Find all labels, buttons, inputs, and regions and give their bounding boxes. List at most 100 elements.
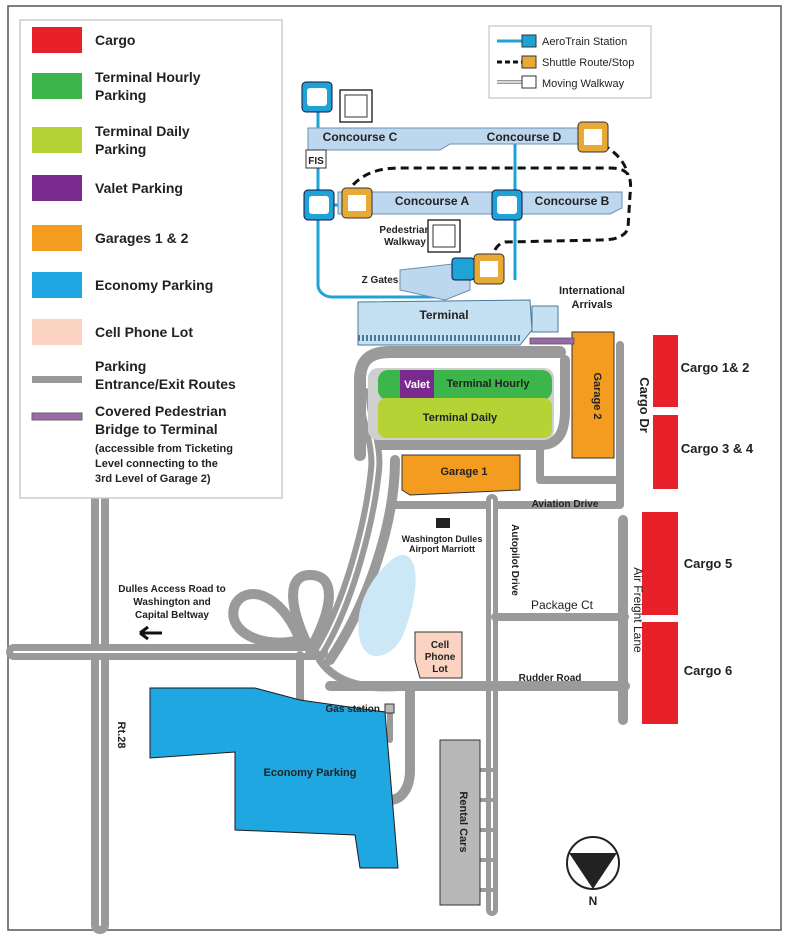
fis-box — [305, 149, 327, 169]
terminal-hourly-label: Terminal Hourly — [447, 378, 531, 390]
autopilot-drive-label: Autopilot Drive — [509, 524, 520, 596]
valet-lot — [400, 370, 434, 398]
cargo-dr-label: Cargo Dr — [637, 377, 652, 433]
shuttle-stop-icons — [341, 121, 609, 285]
legend-note-line: 3rd Level of Garage 2) — [95, 473, 211, 485]
legend-swatch — [32, 175, 82, 201]
legend-label: Garages 1 & 2 — [95, 230, 189, 246]
train-icon — [521, 34, 537, 48]
legend-label: Economy Parking — [95, 277, 213, 293]
z-gates-label: Z Gates — [362, 275, 399, 286]
ped-walkway-label-1: Pedestrian — [379, 225, 430, 236]
garage-2-label: Garage 2 — [591, 372, 603, 419]
concourse-c-label: Concourse C — [323, 130, 398, 144]
terminal-daily-label: Terminal Daily — [423, 412, 498, 424]
legend-swatch — [32, 319, 82, 345]
walkway-icon — [521, 75, 537, 89]
terminal-building — [357, 299, 533, 346]
cell-phone-lot-label-1: Cell — [431, 640, 450, 651]
walkway-icons — [339, 89, 461, 253]
rental-cars-label: Rental Cars — [457, 791, 469, 852]
compass: N — [566, 836, 620, 908]
hotel-label-2: Airport Marriott — [409, 544, 475, 554]
walkway-icon-inner — [344, 94, 368, 118]
cargo-1-2-label: Cargo 1& 2 — [681, 360, 750, 375]
access-road-label-2: Washington and — [133, 597, 210, 608]
economy-parking-lot — [149, 687, 399, 869]
ped-walkway-label-2: Walkway — [384, 237, 426, 248]
valet-label: Valet — [404, 379, 430, 391]
key-walkway-label: Moving Walkway — [542, 78, 625, 90]
package-ct-label: Package Ct — [531, 598, 594, 612]
walkway-icon-inner — [432, 224, 456, 248]
legend-note-line: Level connecting to the — [95, 458, 218, 470]
access-road-label-3: Capital Beltway — [135, 610, 209, 621]
economy-parking-label: Economy Parking — [264, 767, 357, 779]
intl-arrivals-label-1: International — [559, 285, 625, 297]
garage-1-label: Garage 1 — [440, 466, 487, 478]
fis-label: FIS — [308, 156, 324, 167]
shuttle-icon-inner — [480, 261, 498, 277]
legend-label: Cell Phone Lot — [95, 324, 193, 340]
hotel-icon — [436, 518, 450, 528]
concourse-d-label: Concourse D — [487, 130, 562, 144]
access-road-label-1: Dulles Access Road to — [118, 584, 225, 595]
legend-swatch — [32, 376, 82, 383]
cargo-6 — [642, 622, 678, 724]
intl-arrivals-label-2: Arrivals — [572, 299, 613, 311]
garage-2 — [571, 331, 615, 459]
gas-station-label: Gas station — [326, 704, 380, 715]
train-icon — [451, 257, 475, 281]
concourse-a-label: Concourse A — [395, 194, 470, 208]
train-icon-inner — [497, 196, 517, 214]
cargo-3-4 — [653, 415, 678, 489]
aviation-drive-label: Aviation Drive — [532, 499, 599, 510]
shuttle-icon-inner — [348, 195, 366, 211]
legend-swatch — [32, 27, 82, 53]
shuttle-route — [343, 166, 633, 267]
gas-station-icon — [384, 703, 395, 714]
legend-swatch — [32, 272, 82, 298]
concourse-b-label: Concourse B — [535, 194, 610, 208]
legend-swatch — [31, 412, 83, 421]
cargo-6-label: Cargo 6 — [684, 663, 732, 678]
pond — [358, 554, 416, 657]
cargo-1-2 — [653, 335, 678, 407]
rental-cars-lot — [439, 739, 481, 906]
pedestrian-bridge — [529, 337, 575, 345]
legend-swatch — [32, 73, 82, 99]
shuttle-icon — [521, 55, 537, 69]
rudder-road-label: Rudder Road — [519, 673, 582, 684]
legend-label: Valet Parking — [95, 180, 183, 196]
key-shuttle-label: Shuttle Route/Stop — [542, 57, 634, 69]
cell-phone-lot-label-3: Lot — [432, 664, 448, 675]
air-freight-lane-label: Air Freight Lane — [631, 567, 645, 653]
cell-phone-lot-label-2: Phone — [425, 652, 456, 663]
international-arrivals-building — [531, 305, 559, 333]
rt28-label: Rt.28 — [115, 722, 127, 749]
cell-phone-lot — [414, 631, 463, 679]
arrow-left-icon — [139, 625, 162, 641]
compass-n-label: N — [589, 894, 598, 908]
terminal-daily-lot — [378, 398, 552, 438]
garage-1 — [401, 454, 521, 496]
cargo-5-label: Cargo 5 — [684, 556, 732, 571]
key-aerotrain-label: AeroTrain Station — [542, 36, 627, 48]
aerotrain-station-icons — [301, 81, 523, 281]
shuttle-icon-inner — [584, 129, 602, 145]
train-icon-inner — [309, 196, 329, 214]
map-key: AeroTrain Station Shuttle Route/Stop Mov… — [488, 25, 652, 99]
cargo-3-4-label: Cargo 3 & 4 — [681, 441, 754, 456]
legend-swatch — [32, 225, 82, 251]
concourse-a-b — [337, 191, 623, 215]
train-icon-inner — [307, 88, 327, 106]
hotel-label-1: Washington Dulles — [402, 534, 483, 544]
cargo-5 — [642, 512, 678, 615]
